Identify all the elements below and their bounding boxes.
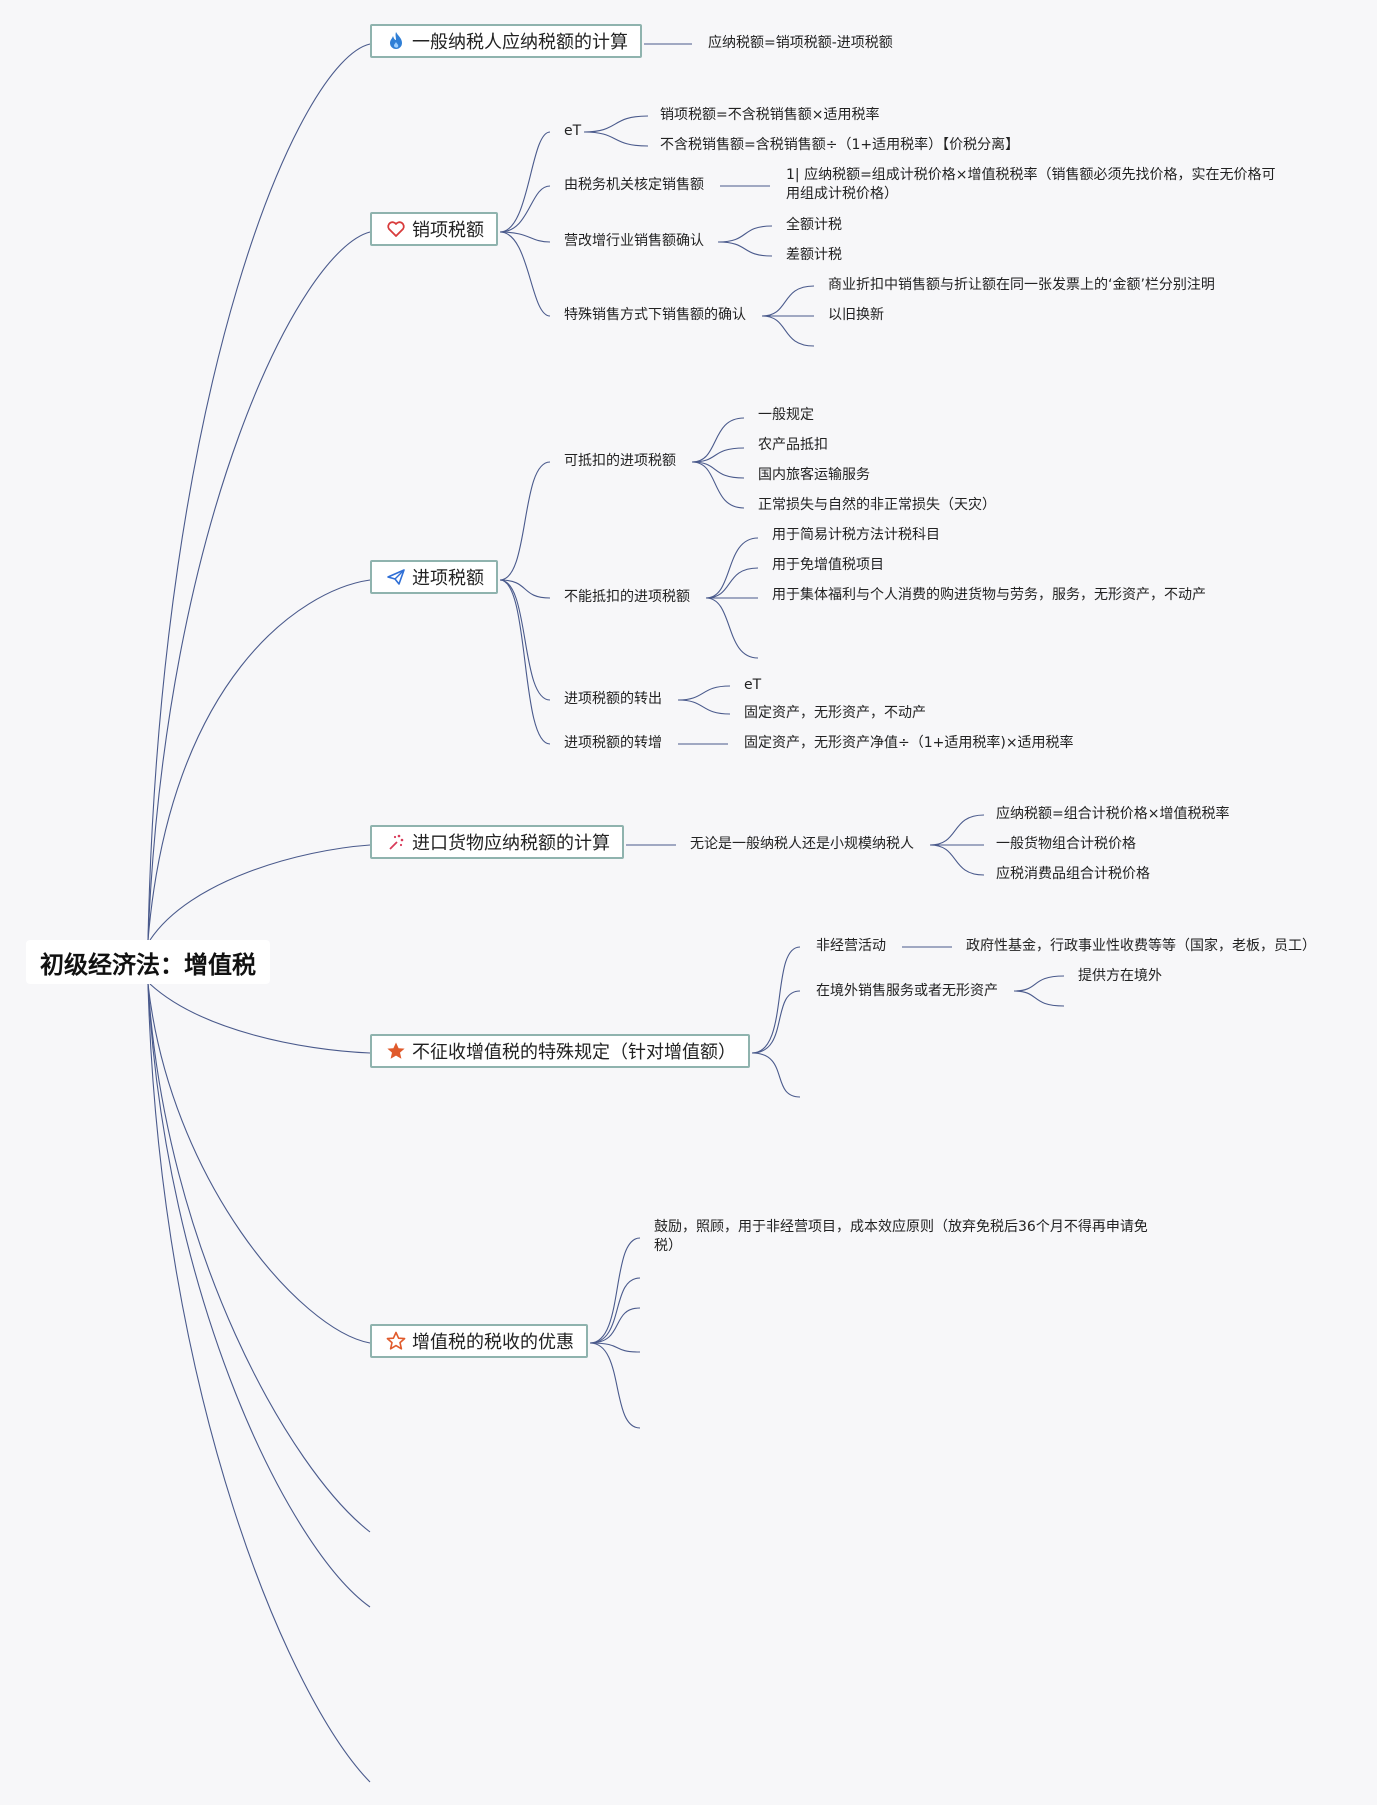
node-t3-deductible[interactable]: 可抵扣的进项税额	[564, 453, 676, 469]
node-t3-transfer-out[interactable]: 进项税额的转出	[564, 691, 662, 707]
topic-output-tax[interactable]: 销项税额	[370, 212, 498, 246]
node-t4-a[interactable]: 应纳税额=组合计税价格×增值税税率	[996, 806, 1230, 822]
root-topic[interactable]: 初级经济法：增值税	[26, 940, 270, 984]
node-t2-tax-office-a[interactable]: 1| 应纳税额=组成计税价格×增值税税率（销售额必须先找价格，实在无价格可用组成…	[786, 167, 1276, 202]
node-t2-reform-a[interactable]: 全额计税	[786, 217, 842, 233]
node-t2-tax-office[interactable]: 由税务机关核定销售额	[564, 177, 704, 193]
topic-label: 增值税的税收的优惠	[412, 1332, 574, 1353]
node-t6-a[interactable]: 鼓励，照顾，用于非经营项目，成本效应原则（放弃免税后36个月不得再申请免税）	[654, 1219, 1148, 1254]
node-t3-nondeductible-c[interactable]: 用于集体福利与个人消费的购进货物与劳务，服务，无形资产，不动产	[772, 587, 1206, 603]
topic-label: 进口货物应纳税额的计算	[412, 833, 610, 854]
node-t3-transfer-in-a[interactable]: 固定资产，无形资产净值÷（1+适用税率)×适用税率	[744, 735, 1074, 751]
node-t3-nondeductible-b[interactable]: 用于免增值税项目	[772, 557, 884, 573]
node-t5-abroad-a[interactable]: 提供方在境外	[1078, 968, 1162, 984]
node-t2-special-b[interactable]: 以旧换新	[828, 307, 884, 323]
topic-general-taxpayer-calculation[interactable]: 一般纳税人应纳税额的计算	[370, 24, 642, 58]
node-t2-et-b[interactable]: 不含税销售额=含税销售额÷（1+适用税率）【价税分离】	[660, 137, 1020, 153]
node-t3-nondeductible[interactable]: 不能抵扣的进项税额	[564, 589, 690, 605]
node-t5-nonbusiness-a[interactable]: 政府性基金，行政事业性收费等等（国家，老板，员工）	[966, 938, 1316, 954]
node-t4-whether[interactable]: 无论是一般纳税人还是小规模纳税人	[690, 836, 914, 852]
topic-label: 不征收增值税的特殊规定（针对增值额）	[412, 1042, 736, 1063]
node-t3-nondeductible-a[interactable]: 用于简易计税方法计税科目	[772, 527, 940, 543]
topic-label: 一般纳税人应纳税额的计算	[412, 32, 628, 53]
node-t2-special-a[interactable]: 商业折扣中销售额与折让额在同一张发票上的‘金额’栏分别注明	[828, 277, 1215, 293]
node-t3-deductible-a[interactable]: 一般规定	[758, 407, 814, 423]
flame-icon	[390, 32, 402, 49]
star-filled-icon	[387, 1042, 405, 1059]
node-t3-deductible-c[interactable]: 国内旅客运输服务	[758, 467, 870, 483]
root-title: 初级经济法：增值税	[40, 950, 256, 979]
node-t5-nonbusiness[interactable]: 非经营活动	[816, 938, 886, 954]
paper-plane-icon	[387, 569, 405, 585]
node-t3-deductible-d[interactable]: 正常损失与自然的非正常损失（天灾）	[758, 497, 996, 513]
node-t1-formula[interactable]: 应纳税额=销项税额-进项税额	[708, 35, 893, 51]
topic-label: 进项税额	[412, 568, 484, 589]
node-t2-et-a[interactable]: 销项税额=不含税销售额×适用税率	[660, 107, 880, 123]
topic-tax-incentives[interactable]: 增值税的税收的优惠	[370, 1324, 588, 1358]
node-t5-abroad[interactable]: 在境外销售服务或者无形资产	[816, 983, 998, 999]
node-t2-et[interactable]: eT	[564, 123, 582, 139]
node-t2-reform[interactable]: 营改增行业销售额确认	[564, 233, 704, 249]
topic-non-levy-special-rules[interactable]: 不征收增值税的特殊规定（针对增值额）	[370, 1034, 750, 1068]
star-outline-icon	[386, 1331, 406, 1350]
node-t4-b[interactable]: 一般货物组合计税价格	[996, 836, 1136, 852]
node-t4-c[interactable]: 应税消费品组合计税价格	[996, 866, 1150, 882]
node-t2-reform-b[interactable]: 差额计税	[786, 247, 842, 263]
topic-input-tax[interactable]: 进项税额	[370, 560, 498, 594]
node-t3-deductible-b[interactable]: 农产品抵扣	[758, 437, 828, 453]
node-t3-transfer-in[interactable]: 进项税额的转增	[564, 735, 662, 751]
node-t2-special[interactable]: 特殊销售方式下销售额的确认	[564, 307, 746, 323]
topic-label: 销项税额	[412, 220, 484, 241]
heart-icon	[387, 221, 405, 237]
topic-import-goods-calculation[interactable]: 进口货物应纳税额的计算	[370, 825, 624, 859]
fireworks-icon	[389, 834, 404, 850]
node-t3-transfer-out-a[interactable]: eT	[744, 677, 762, 693]
node-t3-transfer-out-b[interactable]: 固定资产，无形资产，不动产	[744, 705, 926, 721]
